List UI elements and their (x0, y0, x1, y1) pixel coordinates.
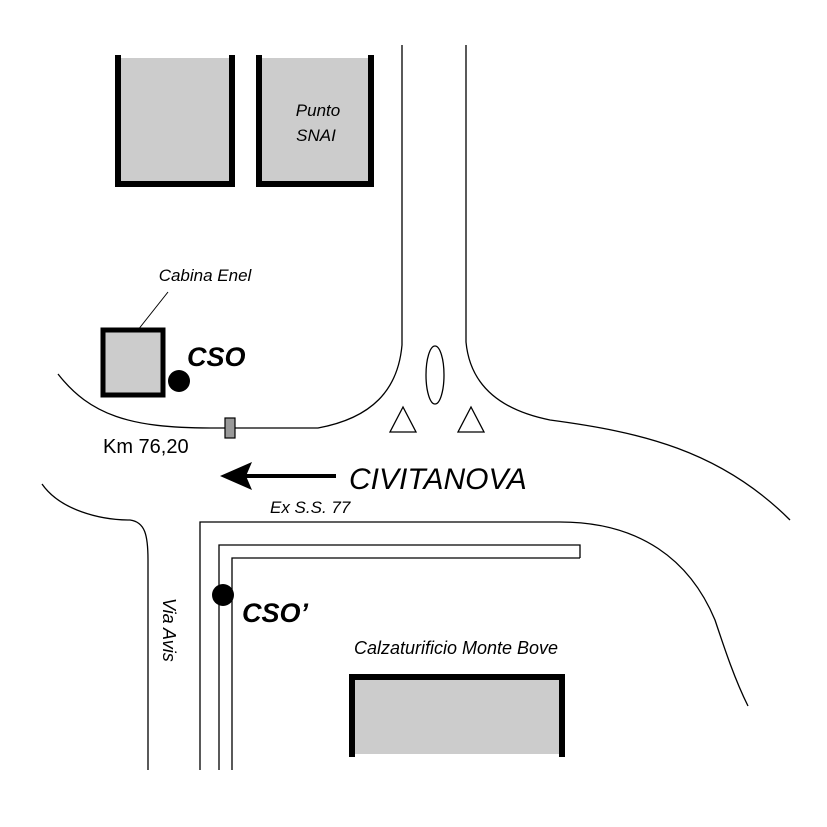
cso-prime-point-icon (212, 584, 234, 606)
punto-snai-label-line1: Punto (296, 101, 340, 120)
direction-label: CIVITANOVA (349, 463, 527, 496)
cso-point-icon (168, 370, 190, 392)
road-south-edge-east (199, 521, 749, 770)
cabina-enel-label: Cabina Enel (159, 266, 253, 285)
cso-prime-label: CSO’ (242, 598, 309, 628)
yield-sign-left-icon (388, 405, 418, 433)
calzaturificio-label: Calzaturificio Monte Bove (354, 638, 558, 658)
yield-sign-right-icon (456, 405, 486, 433)
km-marker-post-icon (224, 417, 236, 439)
direction-arrow-icon (220, 462, 336, 490)
building-calzaturificio (349, 674, 565, 757)
building-left-top (115, 55, 235, 187)
enclosure-outer (218, 544, 581, 770)
ex-ss-label: Ex S.S. 77 (270, 498, 351, 517)
km-marker-label: Km 76,20 (103, 436, 189, 458)
cso-label: CSO (187, 342, 246, 372)
enclosure-inner (231, 557, 580, 770)
punto-snai-label-line2: SNAI (296, 126, 336, 145)
road-north-edge-west (57, 45, 403, 429)
via-avis-label: Via Avis (159, 598, 179, 662)
road-north-edge-east (465, 45, 791, 521)
building-punto-snai (256, 55, 374, 187)
road-south-edge-west (41, 483, 149, 770)
traffic-island-icon (425, 345, 445, 405)
building-cabina-enel (100, 327, 166, 398)
